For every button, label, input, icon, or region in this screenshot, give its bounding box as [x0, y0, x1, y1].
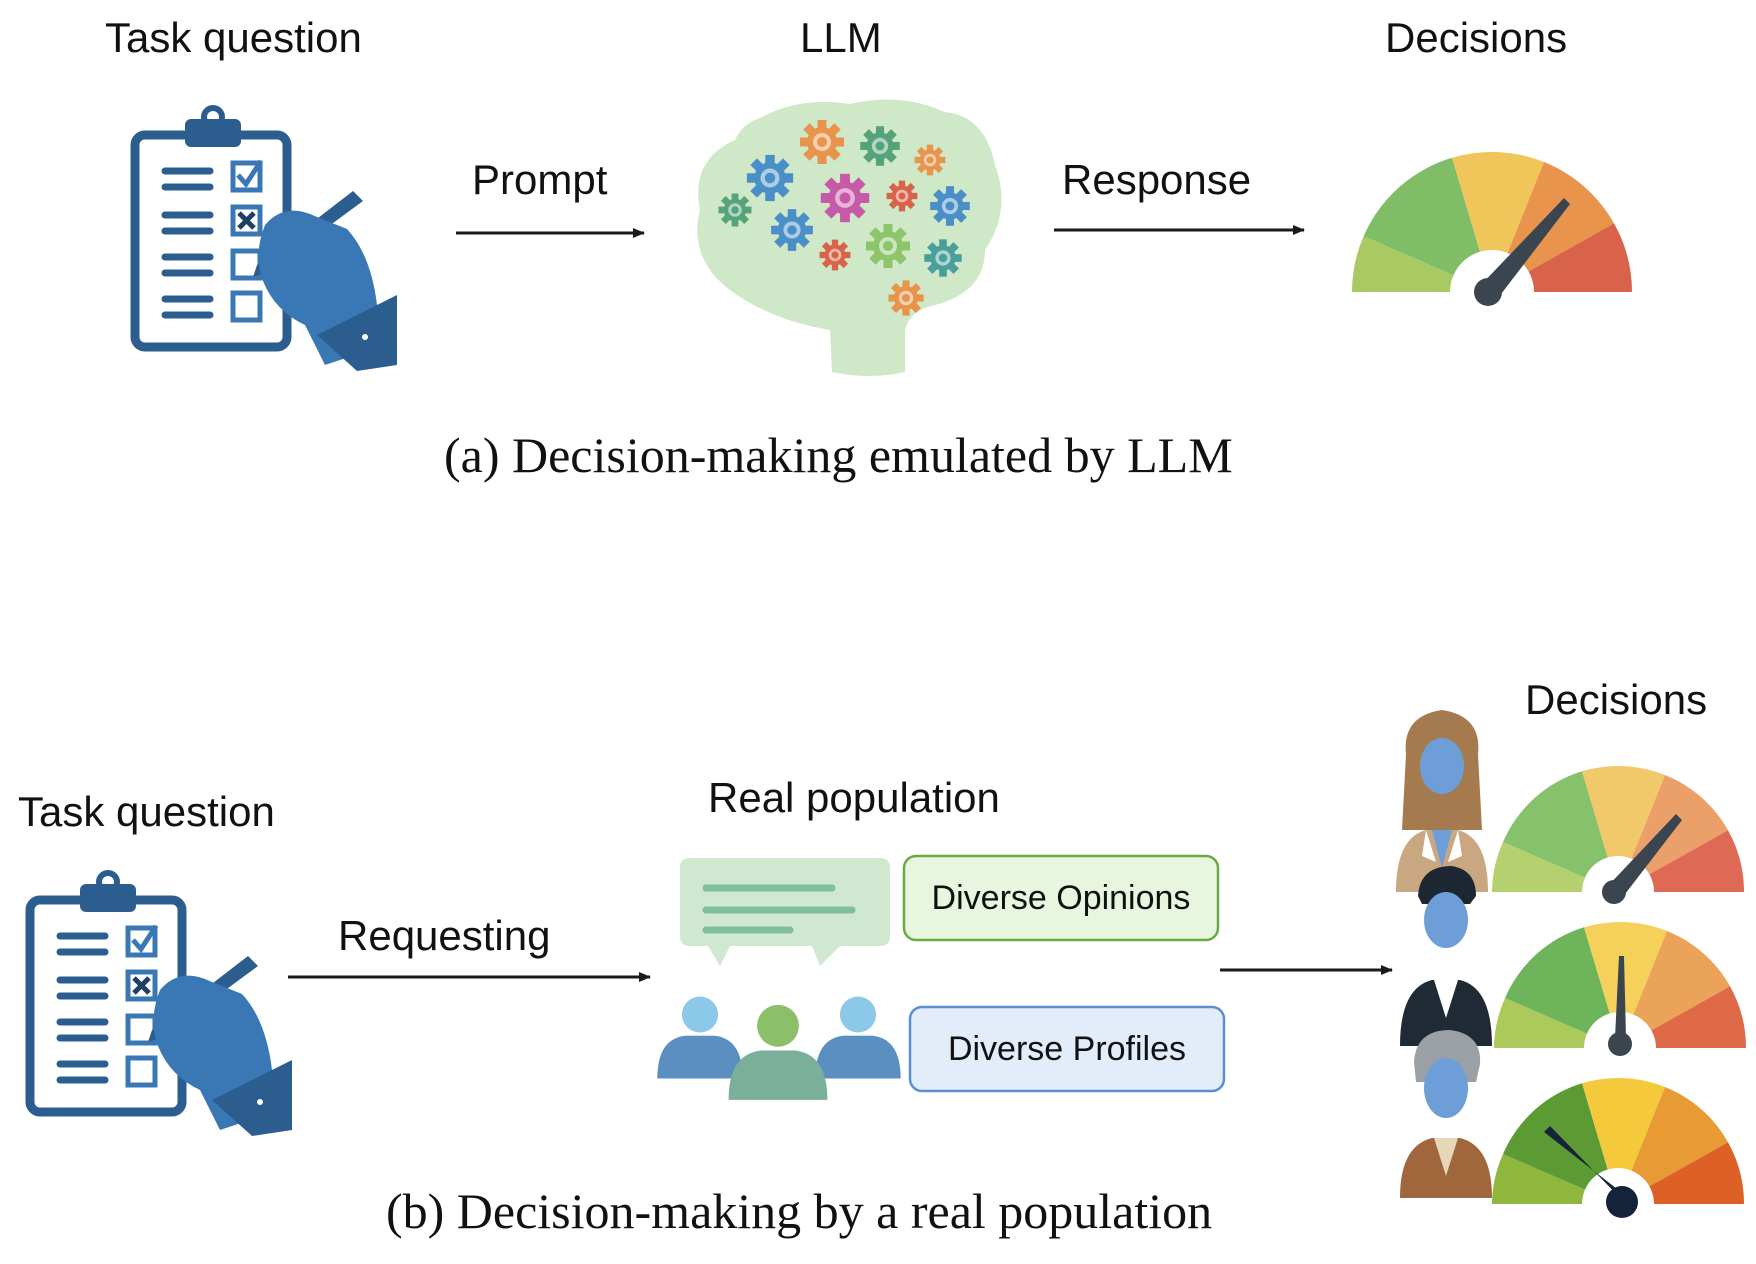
prompt-label: Prompt [472, 156, 608, 203]
task-question-label-b: Task question [18, 788, 275, 835]
response-label: Response [1062, 156, 1252, 203]
gear-icon [819, 239, 851, 271]
decisions-label-b: Decisions [1525, 676, 1708, 723]
gear-icon [924, 239, 962, 277]
woman-avatar-icon [1396, 710, 1488, 892]
diverse-profiles-text: Diverse Profiles [948, 1030, 1186, 1068]
real-population-label: Real population [708, 774, 1000, 821]
gear-icon [866, 224, 910, 268]
elderly-avatar-icon [1400, 1030, 1492, 1198]
gear-icon [914, 144, 946, 176]
decision-gauge-icon-a [1352, 151, 1632, 306]
llm-label: LLM [800, 14, 882, 61]
diverse-profiles-box [908, 1005, 1226, 1093]
task-question-label-a: Task question [105, 14, 362, 61]
requesting-label: Requesting [338, 912, 551, 959]
llm-brain-icon [697, 99, 1002, 376]
gear-icon [800, 120, 844, 164]
gear-icon [930, 186, 970, 226]
gear-icon [886, 180, 918, 212]
person-icon [757, 1004, 799, 1047]
person-icon [728, 1050, 828, 1100]
decision-gauge-icon-b2 [1494, 921, 1747, 1056]
diverse-opinions-text: Diverse Opinions [932, 879, 1191, 917]
gear-icon [860, 126, 900, 166]
caption-b: (b) Decision-making by a real population [386, 1183, 1213, 1239]
man-avatar-icon [1400, 866, 1492, 1046]
clipboard-icon-b [30, 873, 292, 1136]
gear-icon [718, 193, 752, 227]
caption-a: (a) Decision-making emulated by LLM [444, 427, 1233, 483]
decisions-label-a: Decisions [1385, 14, 1568, 61]
person-icon [657, 1035, 743, 1079]
decision-gauge-icon-b3 [1492, 1077, 1745, 1218]
clipboard-icon-a [135, 108, 397, 371]
gear-icon [888, 280, 924, 316]
population-icon [657, 858, 901, 1100]
gear-icon [746, 154, 794, 202]
gear-icon [771, 209, 813, 251]
decision-gauge-icon-b1 [1492, 765, 1745, 904]
diverse-opinions-box [902, 854, 1220, 942]
person-icon [815, 1035, 901, 1079]
gear-icon [820, 173, 870, 223]
